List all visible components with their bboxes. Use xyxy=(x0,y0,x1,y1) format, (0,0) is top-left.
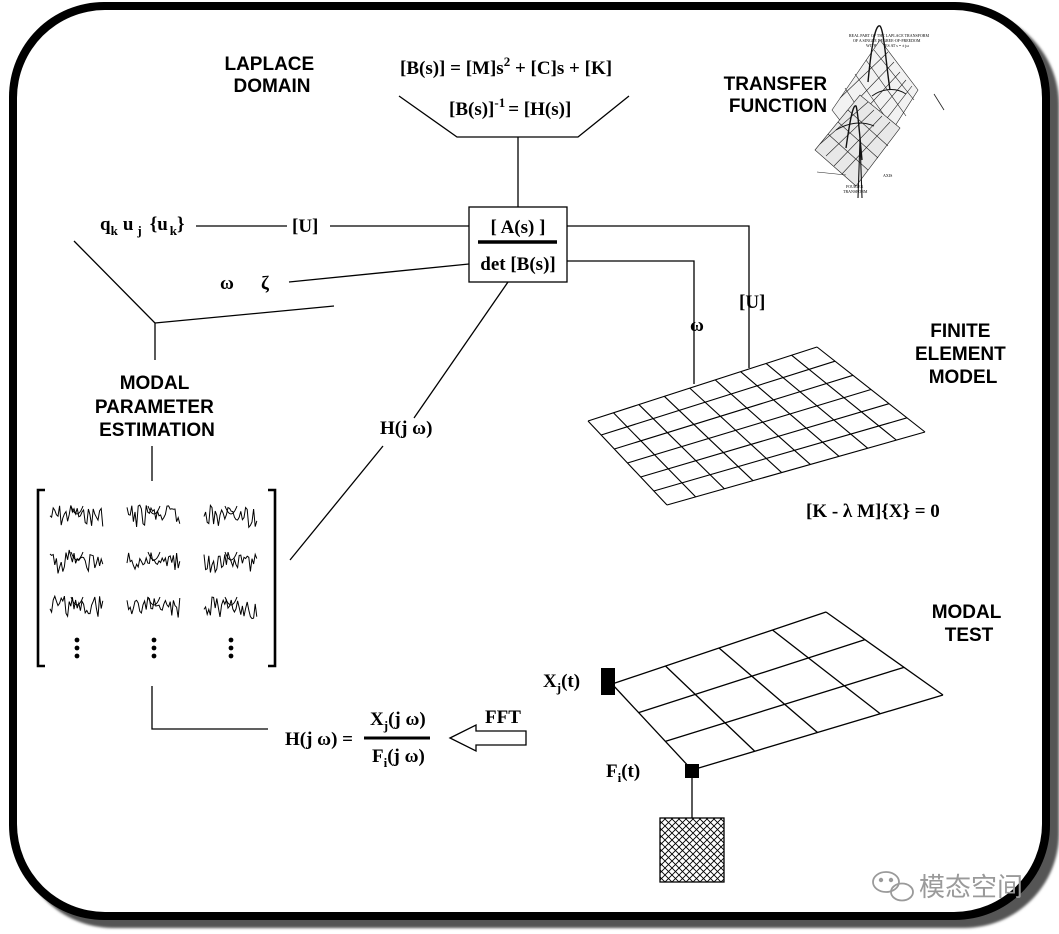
bs-equation: [B(s)] = [M]s2 + [C]s + [K] xyxy=(400,54,612,79)
laplace-domain-label: LAPLACE DOMAIN xyxy=(224,54,319,97)
matrix-bracket-right xyxy=(268,488,277,668)
wechat-icon xyxy=(872,871,914,902)
frf-trace xyxy=(49,505,104,527)
force-input-point xyxy=(685,764,699,778)
finite-element-model-label: FINITE ELEMENT MODEL xyxy=(915,321,1011,388)
mesh-line xyxy=(614,374,854,450)
mesh-line xyxy=(691,694,944,771)
frf-trace xyxy=(203,596,258,620)
pole-peak xyxy=(867,25,891,91)
mesh-line xyxy=(611,683,693,771)
b-inverse-equation: [B(s)]-1= [H(s)] xyxy=(449,95,571,120)
response-label: Xj(t) xyxy=(543,671,580,695)
zeta-label: ζ xyxy=(261,273,270,294)
modal-test-label: MODAL TEST xyxy=(932,602,1007,646)
link-line xyxy=(567,225,750,368)
frf-numerator: Xj(j ω) xyxy=(370,709,426,733)
surface-caption: WITH POLES AT s = ± jω xyxy=(866,43,909,48)
frf-trace xyxy=(147,596,161,606)
frame-inner xyxy=(17,10,1042,912)
finite-element-mesh xyxy=(587,346,926,506)
mesh-line xyxy=(666,431,926,506)
fft-label: FFT xyxy=(485,707,521,728)
matrix-bracket-left xyxy=(36,488,45,668)
accelerometer xyxy=(601,668,615,695)
svg-text:FOURIER: FOURIER xyxy=(846,184,863,189)
mesh-line xyxy=(601,360,836,436)
frf-trace xyxy=(224,505,238,515)
surface-caption: OF A SINGLE DEGREE-OF-FREEDOM xyxy=(853,38,921,43)
svg-text:TRANSFORM: TRANSFORM xyxy=(843,189,868,194)
transfer-function-label: TRANSFER FUNCTION xyxy=(724,74,833,117)
force-label: Fi(t) xyxy=(606,761,640,785)
mesh-line xyxy=(665,666,905,742)
frf-trace xyxy=(224,551,238,561)
frf-trace xyxy=(147,505,161,515)
mesh-line xyxy=(653,417,908,492)
link-line xyxy=(151,686,268,730)
frf-trace xyxy=(70,551,84,561)
surface-caption: REAL PART OF THE LAPLACE TRANSFORM xyxy=(849,33,929,38)
parameter-y-junction xyxy=(154,305,335,324)
frf-trace xyxy=(49,549,104,574)
fft-arrow xyxy=(448,723,527,753)
frf-trace xyxy=(203,504,258,529)
u-matrix-label-left: [U] xyxy=(292,216,318,237)
frf-matrix xyxy=(36,488,277,668)
omega-label-left: ω xyxy=(220,273,234,294)
modal-test-structure xyxy=(611,611,944,771)
link-line xyxy=(567,260,695,384)
pole-spike xyxy=(857,139,863,199)
frf-trace xyxy=(70,596,84,606)
mesh-line xyxy=(640,403,890,478)
mesh-line xyxy=(611,611,827,685)
frf-lhs: H(j ω) = xyxy=(285,729,353,750)
frf-trace xyxy=(70,505,84,515)
link-line xyxy=(289,445,384,561)
box-numerator: [ A(s) ] xyxy=(491,217,546,238)
watermark-text: 模态空间 xyxy=(919,873,1023,903)
frf-trace xyxy=(126,596,181,618)
link-line xyxy=(288,263,470,283)
frf-trace xyxy=(49,594,104,618)
mesh-line xyxy=(587,346,818,422)
svg-text:AXIS: AXIS xyxy=(883,173,892,178)
modal-parameter-estimation-label: MODAL PARAMETER ESTIMATION xyxy=(95,373,219,441)
shaker xyxy=(659,817,725,883)
mesh-line xyxy=(772,629,881,715)
frf-trace xyxy=(224,596,238,606)
link-line xyxy=(413,281,509,419)
mesh-line xyxy=(825,611,944,696)
box-denominator: det [B(s)] xyxy=(480,254,555,275)
omega-label-right: ω xyxy=(690,315,704,336)
matrix-ellipsis xyxy=(74,637,234,659)
mesh-line xyxy=(627,388,872,464)
mesh-line xyxy=(665,665,756,752)
mesh-line xyxy=(638,639,866,714)
central-box xyxy=(468,206,568,283)
frf-trace xyxy=(126,504,181,528)
u-matrix-label-right: [U] xyxy=(739,292,765,313)
frf-denominator: Fi(j ω) xyxy=(372,746,425,770)
frf-trace xyxy=(147,551,161,561)
transfer-function-surface-image: REAL PART OF THE LAPLACE TRANSFORM OF A … xyxy=(814,25,945,199)
h-jw-label: H(j ω) xyxy=(380,418,432,439)
mesh-line xyxy=(718,647,818,733)
wechat-watermark: 模态空间 xyxy=(872,871,1023,903)
eigen-equation: [K - λ M]{X} = 0 xyxy=(806,501,940,522)
